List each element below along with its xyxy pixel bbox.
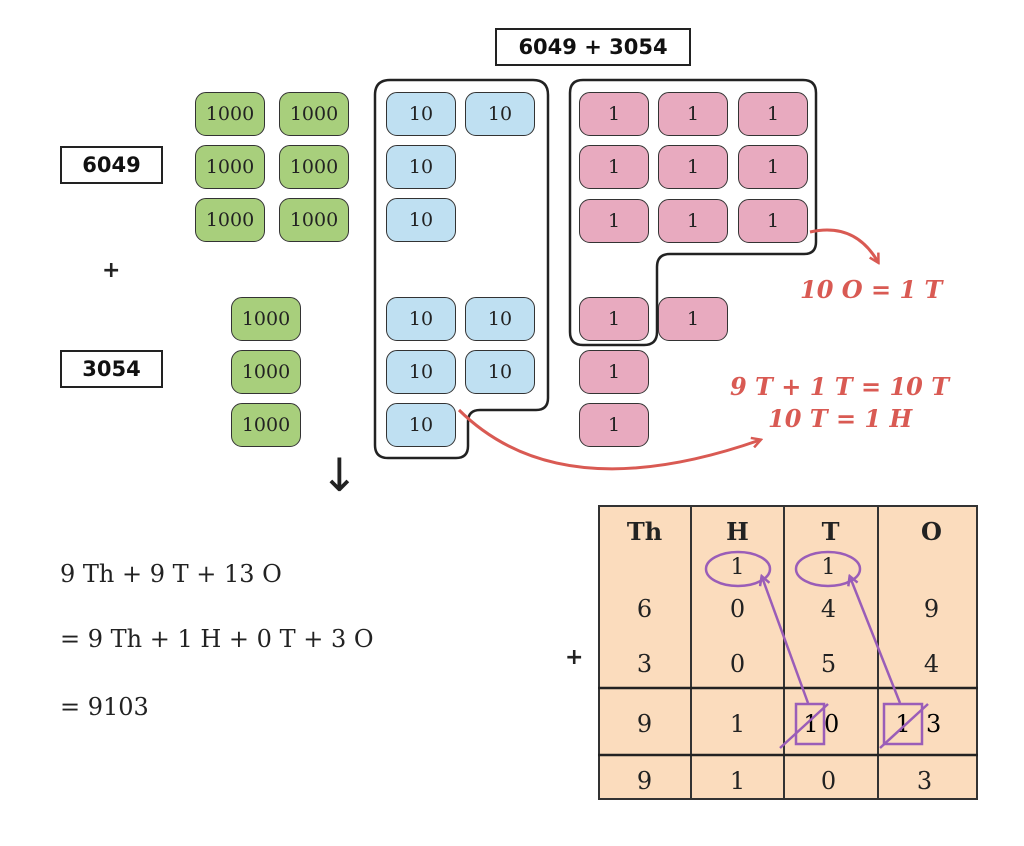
carry-box-tens: [794, 702, 826, 746]
one-block: 1: [658, 199, 728, 243]
carry-tens: 1: [821, 555, 836, 580]
partial-hundreds: 1: [729, 710, 746, 738]
ten-block: 10: [465, 92, 535, 136]
thousand-block: 1000: [195, 198, 265, 242]
step-line-2: = 9 Th + 1 H + 0 T + 3 O: [60, 625, 374, 653]
plus-sign: +: [102, 258, 121, 283]
addend-2-label: 3054: [60, 350, 163, 388]
result-thousands: 9: [636, 767, 653, 795]
row2-thousands: 3: [636, 650, 653, 678]
ten-block: 10: [465, 297, 535, 341]
one-block: 1: [658, 92, 728, 136]
one-block: 1: [579, 199, 649, 243]
carry-annotations: [704, 550, 929, 749]
thousand-block: 1000: [231, 350, 301, 394]
one-block: 1: [658, 297, 728, 341]
carry-box-ones: [882, 702, 924, 746]
ten-block: 10: [386, 92, 456, 136]
carry-circle-tens: [794, 550, 862, 588]
thousand-block: 1000: [279, 198, 349, 242]
row2-hundreds: 0: [729, 650, 746, 678]
one-block: 1: [579, 145, 649, 189]
carry-arrow-hundreds: [762, 577, 810, 704]
one-block: 1: [579, 92, 649, 136]
partial-thousands: 9: [636, 710, 653, 738]
one-block: 1: [738, 145, 808, 189]
header-thousands: Th: [626, 517, 663, 546]
thousand-block: 1000: [279, 145, 349, 189]
addend-1-label: 6049: [60, 146, 163, 184]
tens-regroup-arrow: [457, 408, 760, 471]
one-block: 1: [658, 145, 728, 189]
row1-hundreds: 0: [729, 595, 746, 623]
ones-regroup-note: 10 O = 1 T: [800, 275, 943, 304]
table-grid-lines: [598, 505, 978, 800]
down-arrow-icon: ↓: [320, 448, 359, 502]
result-tens: 0: [820, 767, 837, 795]
thousand-block: 1000: [195, 145, 265, 189]
one-block: 1: [579, 403, 649, 447]
result-ones: 3: [916, 767, 933, 795]
thousand-block: 1000: [231, 297, 301, 341]
ten-block: 10: [386, 297, 456, 341]
result-hundreds: 1: [729, 767, 746, 795]
carry-arrow-tens: [850, 577, 902, 704]
thousand-block: 1000: [279, 92, 349, 136]
strike-ones: [879, 703, 929, 749]
strike-tens: [779, 703, 829, 749]
ones-regroup-arrow: [809, 228, 878, 262]
one-block: 1: [738, 199, 808, 243]
ten-block: 10: [386, 198, 456, 242]
ten-block: 10: [386, 403, 456, 447]
row1-ones: 9: [923, 595, 940, 623]
header-hundreds: H: [726, 517, 749, 546]
row1-thousands: 6: [636, 595, 653, 623]
table-plus-sign: +: [565, 645, 584, 670]
tens-group-outline: [373, 78, 550, 460]
row2-tens: 5: [820, 650, 837, 678]
partial-tens: 0: [824, 710, 840, 738]
step-line-3: = 9103: [60, 693, 149, 721]
ones-group-outline: [568, 78, 818, 347]
carry-hundreds: 1: [730, 555, 745, 580]
row1-tens: 4: [820, 595, 837, 623]
carry-circle-hundreds: [704, 550, 772, 588]
problem-title: 6049 + 3054: [495, 28, 691, 66]
one-block: 1: [738, 92, 808, 136]
partial-ones: 3: [926, 710, 942, 738]
tens-regroup-note-1: 9 T + 1 T = 10 T: [730, 372, 950, 401]
tens-regroup-note-2: 10 T = 1 H: [768, 404, 913, 433]
row2-ones: 4: [923, 650, 940, 678]
one-block: 1: [579, 297, 649, 341]
place-value-table: Th H T O 1 1 6 0 4 9 3 0 5 4 9 1 1 0 1 3…: [598, 505, 978, 800]
ten-block: 10: [386, 145, 456, 189]
header-tens: T: [821, 517, 840, 546]
thousand-block: 1000: [231, 403, 301, 447]
one-block: 1: [579, 350, 649, 394]
step-line-1: 9 Th + 9 T + 13 O: [60, 560, 282, 588]
header-ones: O: [921, 517, 942, 546]
thousand-block: 1000: [195, 92, 265, 136]
ten-block: 10: [465, 350, 535, 394]
ten-block: 10: [386, 350, 456, 394]
